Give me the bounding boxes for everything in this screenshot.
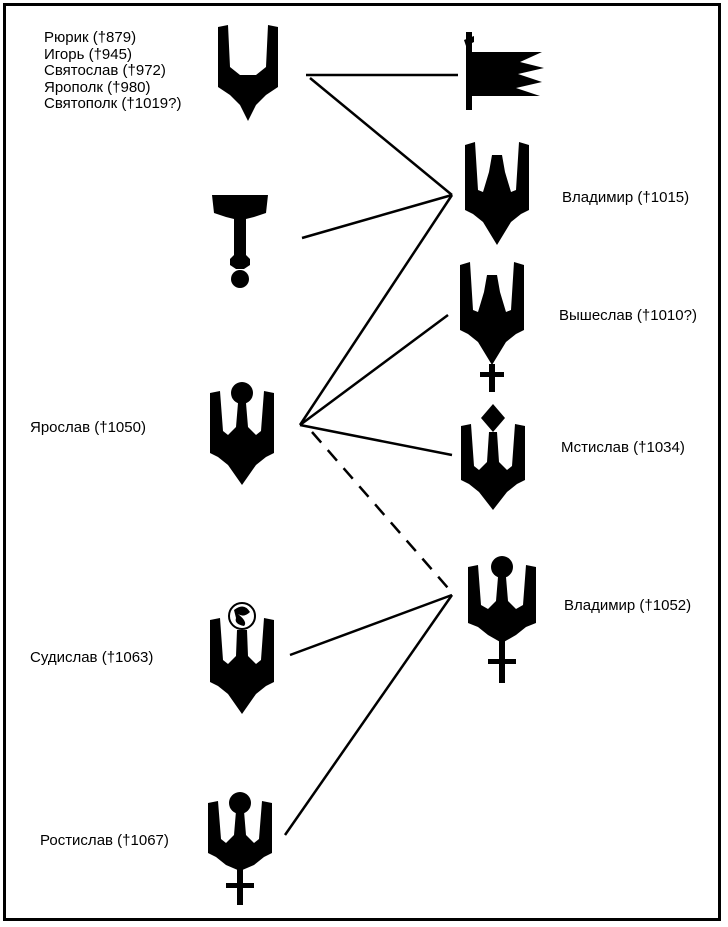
dynasty-label-list: Рюрик (†879) Игорь (†945) Святослав (†97… — [44, 29, 182, 113]
label-svyatoslav: Святослав (†972) — [44, 62, 166, 79]
trident-ball-cross-icon — [468, 556, 536, 683]
line-dynasty-vladimir1015 — [309, 77, 453, 196]
trident-ball-icon — [210, 382, 274, 485]
label-igor: Игорь (†945) — [44, 45, 132, 63]
trident-icon — [465, 142, 529, 245]
line-yaroslav-vladimir1052-dashed — [311, 431, 449, 589]
line-vladimir1015-yaroslav — [298, 194, 454, 426]
diagram-frame — [3, 3, 721, 921]
label-vladimir-1015: Владимир (†1015) — [562, 189, 690, 206]
label-yaroslav: Ярослав (†1050) — [30, 419, 146, 436]
trident-ornament-icon — [210, 602, 274, 714]
line-vladimir1052-rostislav — [283, 594, 454, 836]
banner-icon — [464, 32, 544, 110]
label-yaropolk: Ярополк (†980) — [44, 78, 151, 96]
label-vladimir-1052: Владимир (†1052) — [564, 597, 692, 614]
line-hammer-vladimir1015 — [301, 193, 453, 240]
label-mstislav: Мстислав (†1034) — [561, 439, 685, 456]
line-yaroslav-vysheslav — [299, 313, 449, 427]
trident-cross-icon — [460, 262, 524, 392]
line-vladimir1052-sudislav — [289, 593, 453, 657]
bident-icon — [218, 25, 278, 121]
trident-diamond-icon — [461, 404, 525, 510]
line-yaroslav-mstislav — [299, 423, 453, 457]
label-rostislav: Ростислав (†1067) — [40, 832, 169, 849]
label-sudislav: Судислав (†1063) — [30, 649, 154, 666]
hammer-icon — [212, 195, 268, 288]
label-vysheslav: Вышеслав (†1010?) — [559, 307, 697, 324]
connection-lines — [283, 73, 458, 836]
label-svyatopolk: Святополк (†1019?) — [44, 95, 182, 112]
trident-ball-cross-icon — [208, 792, 272, 905]
label-rurik: Рюрик (†879) — [44, 29, 137, 46]
